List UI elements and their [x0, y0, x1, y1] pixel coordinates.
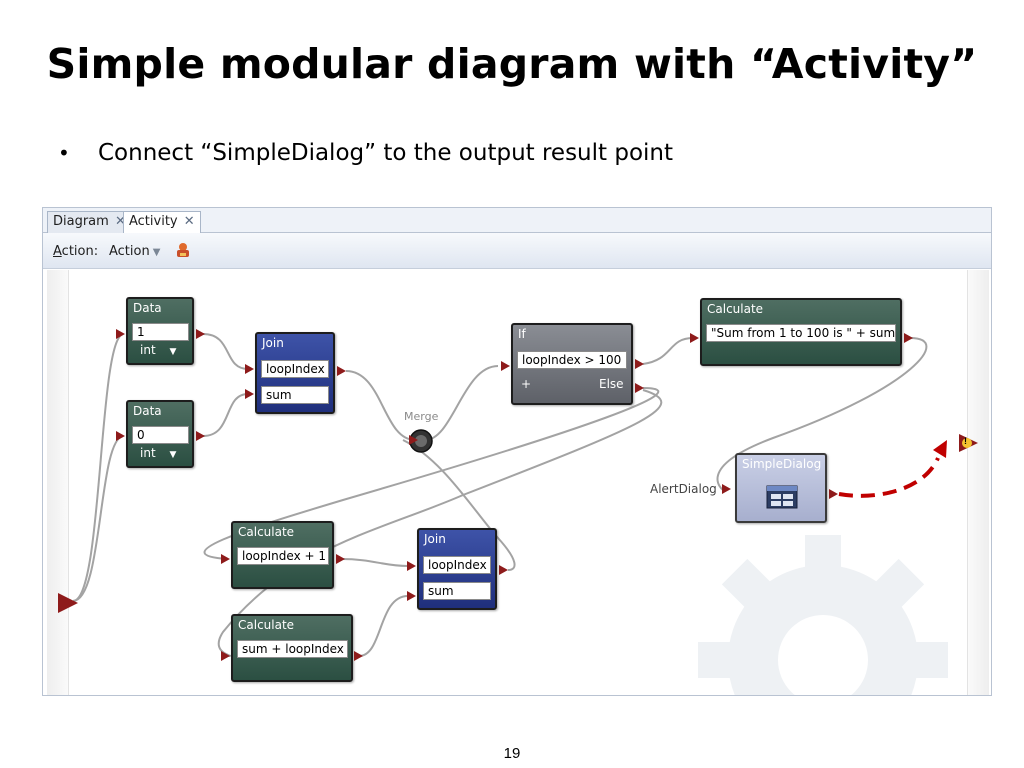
data-type-select[interactable]: int ▼ [140, 446, 176, 460]
output-port[interactable] [196, 329, 205, 339]
canvas-right-rail [967, 270, 989, 695]
action-label-accesskey: A [53, 244, 62, 259]
action-label-rest: ction: [61, 244, 99, 259]
action-dropdown[interactable]: Action▼ [109, 244, 160, 259]
tab-activity[interactable]: Activity ✕ [123, 211, 201, 234]
chevron-down-icon: ▼ [152, 247, 161, 258]
chevron-down-icon: ▼ [169, 347, 177, 357]
chevron-down-icon: ▼ [169, 450, 177, 460]
output-port[interactable] [196, 431, 205, 441]
data-type-value: int [140, 343, 156, 357]
merge-input-port[interactable] [409, 435, 418, 445]
output-port[interactable] [904, 333, 913, 343]
toolbar: Action: Action▼ [43, 233, 991, 269]
join-field-sum[interactable]: sum [261, 386, 329, 404]
calculate-expression-field[interactable]: "Sum from 1 to 100 is " + sum [706, 324, 896, 342]
output-port[interactable] [499, 565, 508, 575]
close-icon[interactable]: ✕ [114, 214, 126, 229]
output-port[interactable] [829, 489, 838, 499]
node-title: Calculate [238, 618, 295, 632]
input-port[interactable] [407, 561, 416, 571]
output-port-else[interactable] [635, 383, 644, 393]
if-node[interactable]: If loopIndex > 100 + Else [511, 323, 633, 405]
calculate-node-accumulate[interactable]: Calculate sum + loopIndex [231, 614, 353, 682]
calculate-node-result[interactable]: Calculate "Sum from 1 to 100 is " + sum [700, 298, 902, 366]
close-icon[interactable]: ✕ [183, 214, 195, 229]
tab-activity-label: Activity [129, 214, 178, 229]
action-label: Action: [53, 244, 98, 259]
node-title: Calculate [707, 302, 764, 316]
gear-icon [698, 535, 948, 695]
node-title: Join [262, 336, 284, 350]
input-port[interactable] [245, 389, 254, 399]
node-title: Data [133, 301, 162, 315]
start-point[interactable] [57, 592, 79, 614]
data-value-field[interactable]: 0 [132, 426, 189, 444]
activity-editor-window: Diagram ✕ Activity ✕ Action: Action▼ [42, 207, 992, 696]
output-port[interactable] [336, 554, 345, 564]
warning-icon: ! [964, 436, 967, 446]
join-node-2[interactable]: Join loopIndex sum [417, 528, 497, 610]
data-type-value: int [140, 446, 156, 460]
input-port[interactable] [501, 361, 510, 371]
join-field-sum[interactable]: sum [423, 582, 491, 600]
node-title: Data [133, 404, 162, 418]
data-type-select[interactable]: int ▼ [140, 343, 176, 357]
output-port[interactable] [337, 366, 346, 376]
if-condition-field[interactable]: loopIndex > 100 [517, 351, 627, 369]
run-icon[interactable] [174, 242, 192, 260]
dialog-icon [766, 485, 798, 509]
join-field-loopindex[interactable]: loopIndex [423, 556, 491, 574]
input-port[interactable] [116, 329, 125, 339]
connection-wires [72, 333, 928, 657]
node-title: Join [424, 532, 446, 546]
bullet-item: • Connect “SimpleDialog” to the output r… [58, 140, 673, 166]
connect-hint-arrow [838, 440, 947, 498]
canvas-left-rail [47, 270, 69, 695]
node-title: Calculate [238, 525, 295, 539]
output-port-true[interactable] [635, 359, 644, 369]
else-branch-label: Else [599, 377, 624, 391]
join-field-loopindex[interactable]: loopIndex [261, 360, 329, 378]
input-port[interactable] [245, 364, 254, 374]
calculate-expression-field[interactable]: sum + loopIndex [237, 640, 348, 658]
output-result-point[interactable] [958, 432, 980, 454]
bullet-marker: • [58, 141, 70, 165]
tab-diagram-label: Diagram [53, 214, 109, 229]
input-port[interactable] [221, 651, 230, 661]
input-port[interactable] [221, 554, 230, 564]
simple-dialog-node[interactable]: SimpleDialog [735, 453, 827, 523]
data-node-1[interactable]: Data 1 int ▼ [126, 297, 194, 365]
join-node-1[interactable]: Join loopIndex sum [255, 332, 335, 414]
bullet-text: Connect “SimpleDialog” to the output res… [98, 140, 674, 166]
page-number: 19 [503, 745, 521, 762]
alert-dialog-input-label: AlertDialog [650, 482, 717, 496]
diagram-canvas[interactable]: Data 1 int ▼ Data 0 int ▼ Join loopIndex… [43, 270, 991, 695]
tab-diagram[interactable]: Diagram ✕ [47, 211, 132, 233]
node-title: If [518, 327, 526, 341]
calculate-expression-field[interactable]: loopIndex + 1 [237, 547, 329, 565]
add-branch-button[interactable]: + [521, 377, 532, 391]
input-port[interactable] [407, 591, 416, 601]
data-value-field[interactable]: 1 [132, 323, 189, 341]
tab-strip: Diagram ✕ Activity ✕ [43, 208, 991, 234]
slide-title: Simple modular diagram with “Activity” [46, 40, 978, 88]
input-port[interactable] [690, 333, 699, 343]
data-node-0[interactable]: Data 0 int ▼ [126, 400, 194, 468]
calculate-node-increment[interactable]: Calculate loopIndex + 1 [231, 521, 334, 589]
input-port[interactable] [116, 431, 125, 441]
output-port[interactable] [354, 651, 363, 661]
node-title: SimpleDialog [742, 457, 822, 471]
merge-label: Merge [404, 410, 439, 423]
input-port[interactable] [722, 484, 731, 494]
action-dropdown-value: Action [109, 244, 150, 259]
